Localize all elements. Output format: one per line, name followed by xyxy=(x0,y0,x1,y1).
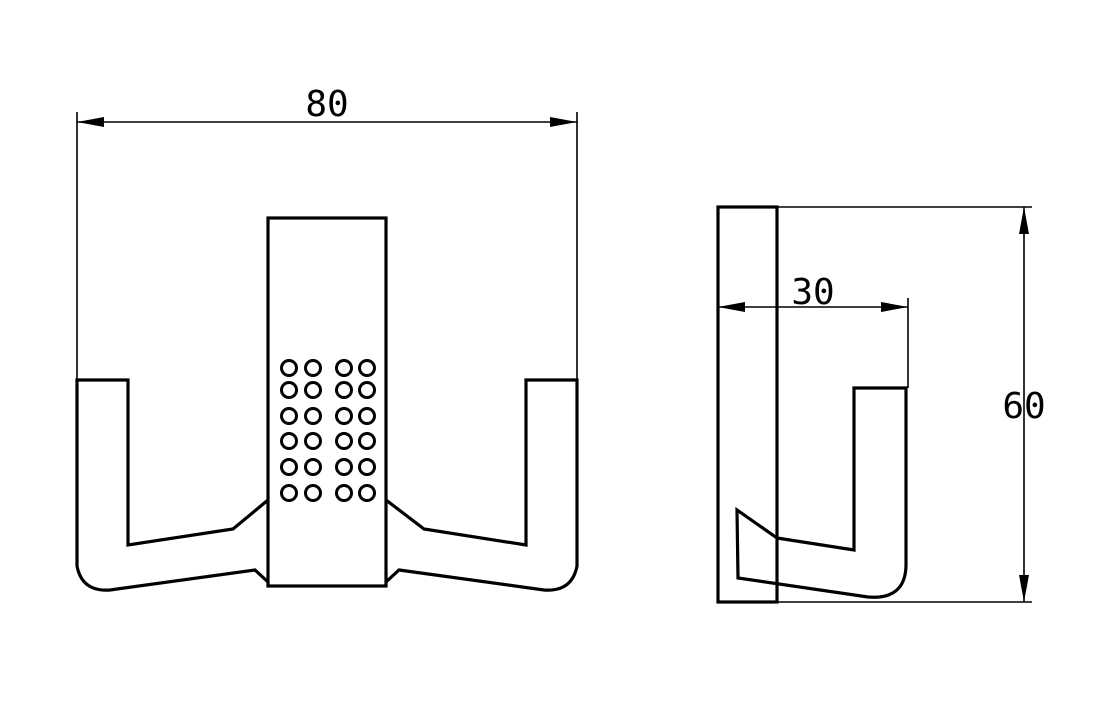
width-dimension: 80 xyxy=(76,84,578,380)
grip-dot xyxy=(358,381,376,399)
grip-dot xyxy=(280,484,298,502)
left-hook-arm xyxy=(75,378,270,592)
arrowhead-depth-left xyxy=(718,302,745,312)
grip-dot xyxy=(335,458,353,476)
width-dimension-label: 80 xyxy=(305,84,348,125)
height-dimension-label: 60 xyxy=(1002,386,1045,427)
height-dimension: 60 xyxy=(777,206,1046,603)
central-plate xyxy=(266,216,388,588)
right-hook-arm xyxy=(384,378,579,592)
grip-dot xyxy=(358,484,376,502)
grip-dot xyxy=(304,458,322,476)
grip-dot xyxy=(358,359,376,377)
grip-dot xyxy=(280,359,298,377)
grip-dot xyxy=(304,432,322,450)
grip-dot xyxy=(304,484,322,502)
arrowhead-depth-right xyxy=(881,302,908,312)
arrowhead-top xyxy=(1019,207,1029,234)
grip-dot xyxy=(335,432,353,450)
grip-dot xyxy=(335,484,353,502)
front-view: 80 xyxy=(75,84,579,592)
grip-dot xyxy=(280,432,298,450)
side-view: 30 60 xyxy=(716,205,1046,604)
grip-dot xyxy=(335,381,353,399)
depth-dimension-label: 30 xyxy=(791,272,834,313)
grip-dot xyxy=(280,407,298,425)
side-mounting-plate xyxy=(716,205,779,604)
grip-dot xyxy=(304,381,322,399)
grip-dot xyxy=(280,381,298,399)
grip-dot xyxy=(304,359,322,377)
arrowhead-right xyxy=(550,117,577,127)
arrowhead-bottom xyxy=(1019,575,1029,602)
grip-dot xyxy=(335,407,353,425)
grip-dot xyxy=(335,359,353,377)
grip-dot xyxy=(358,458,376,476)
grip-dot xyxy=(358,407,376,425)
side-hook-profile xyxy=(735,386,908,599)
arrowhead-left xyxy=(77,117,104,127)
depth-dimension: 30 xyxy=(718,272,909,388)
grip-dot xyxy=(358,432,376,450)
grip-dot xyxy=(280,458,298,476)
grip-dot xyxy=(304,407,322,425)
dot-grid xyxy=(280,359,376,502)
